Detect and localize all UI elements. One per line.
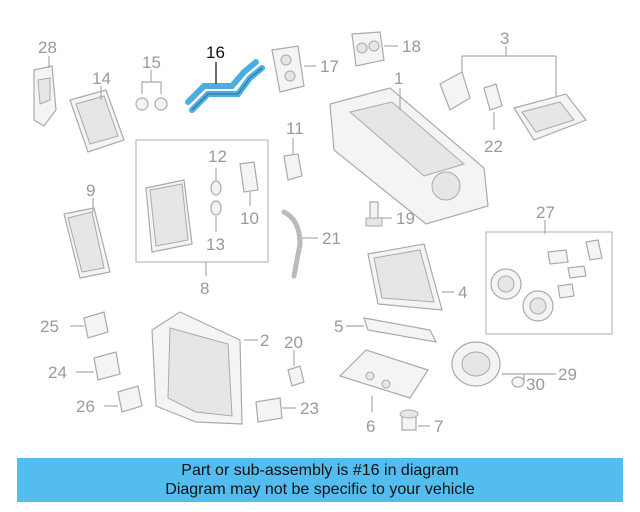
callout-20[interactable]: 20 [284,333,303,352]
part-11-connector[interactable] [283,153,303,181]
group-box-27 [485,231,613,335]
part-21-hose[interactable] [281,209,303,279]
part-18-gasket[interactable] [351,31,385,67]
callout-3[interactable]: 3 [500,29,509,48]
part-7-grommet[interactable] [399,409,419,431]
callout-7[interactable]: 7 [434,417,443,436]
info-banner: Part or sub-assembly is #16 in diagram D… [17,458,623,502]
callout-11[interactable]: 11 [286,119,304,138]
callout-14[interactable]: 14 [92,69,111,88]
group-box-8 [135,139,269,263]
part-1-housing[interactable] [329,87,489,225]
part-27-motor-set[interactable] [490,239,603,322]
part-26-actuator[interactable] [117,385,143,413]
part-23-module[interactable] [255,397,283,423]
callout-17[interactable]: 17 [320,57,339,76]
callout-23[interactable]: 23 [300,399,319,418]
part-28-bracket[interactable] [33,65,57,127]
part-17-gasket[interactable] [271,45,305,93]
part-16-pipe[interactable] [185,59,265,113]
callout-28[interactable]: 28 [38,38,57,57]
callout-30[interactable]: 30 [526,375,545,394]
callout-16[interactable]: 16 [206,43,225,62]
part-22-clip[interactable] [483,83,503,111]
banner-line-1: Part or sub-assembly is #16 in diagram [181,462,459,479]
callout-24[interactable]: 24 [48,363,67,382]
part-12-13-seals[interactable] [210,180,222,216]
callout-10[interactable]: 10 [240,209,259,228]
parts-diagram: 28 14 15 16 17 18 3 [33,29,613,436]
part-4-filter[interactable] [367,243,443,311]
callout-18[interactable]: 18 [402,37,421,56]
part-25-bracket[interactable] [83,311,109,339]
callout-15[interactable]: 15 [142,53,161,72]
part-9-filter[interactable] [63,207,111,279]
callout-2[interactable]: 2 [260,331,269,350]
callout-26[interactable]: 26 [76,397,95,416]
part-6-bracket[interactable] [338,349,429,399]
callout-4[interactable]: 4 [458,283,467,302]
callout-21[interactable]: 21 [322,229,341,248]
callout-13[interactable]: 13 [206,235,225,254]
banner-line-2: Diagram may not be specific to your vehi… [165,481,475,498]
part-20-sensor[interactable] [287,365,305,387]
callout-27[interactable]: 27 [536,203,555,222]
callout-5[interactable]: 5 [334,317,343,336]
part-3-assembly[interactable] [439,71,587,141]
part-29-blower[interactable] [451,341,525,388]
callout-8[interactable]: 8 [200,279,209,298]
callout-6[interactable]: 6 [366,417,375,436]
part-15-clips[interactable] [135,97,168,111]
part-14-filter[interactable] [69,89,125,153]
part-24-actuator[interactable] [93,351,121,381]
callout-12[interactable]: 12 [208,147,227,166]
callout-22[interactable]: 22 [484,137,503,156]
part-8-evaporator[interactable] [145,179,193,253]
callout-29[interactable]: 29 [558,365,577,384]
callout-25[interactable]: 25 [40,317,59,336]
callout-9[interactable]: 9 [86,181,95,200]
callout-19[interactable]: 19 [396,209,415,228]
part-10-valve[interactable] [239,161,259,193]
part-19-bolt[interactable] [365,201,383,227]
callout-1[interactable]: 1 [394,69,403,88]
part-5-bar[interactable] [363,317,438,343]
part-2-housing[interactable] [151,311,243,425]
